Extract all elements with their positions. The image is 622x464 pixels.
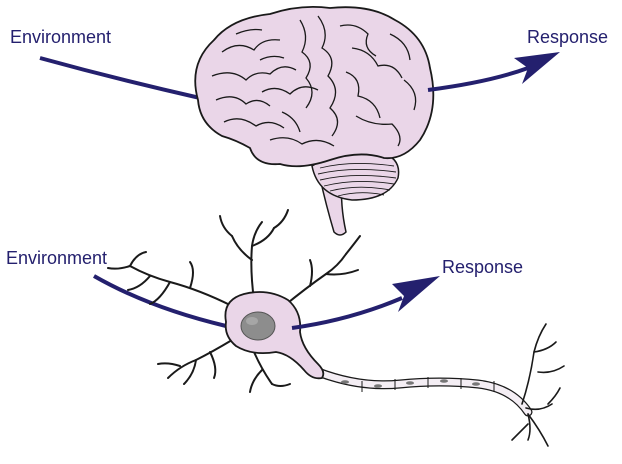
nucleolus-highlight xyxy=(246,317,258,325)
axon-terminals xyxy=(512,324,564,446)
cerebrum xyxy=(195,7,433,166)
top-arrow-shaft-in xyxy=(40,58,200,98)
bottom-arrow-head xyxy=(392,276,440,312)
neuron-illustration xyxy=(94,210,564,446)
bottom-arrow-shaft-in xyxy=(94,276,226,326)
top-arrow-head xyxy=(514,52,560,84)
bottom-arrow-shaft-out xyxy=(292,298,402,328)
bottom-response-label: Response xyxy=(442,257,523,278)
bottom-environment-label: Environment xyxy=(6,248,107,269)
nucleus xyxy=(241,312,275,340)
top-environment-label: Environment xyxy=(10,27,111,48)
axon xyxy=(318,372,528,412)
top-response-label: Response xyxy=(527,27,608,48)
top-arrow-shaft-out xyxy=(428,68,528,90)
cell-body xyxy=(225,292,323,378)
brain-illustration xyxy=(40,7,560,235)
